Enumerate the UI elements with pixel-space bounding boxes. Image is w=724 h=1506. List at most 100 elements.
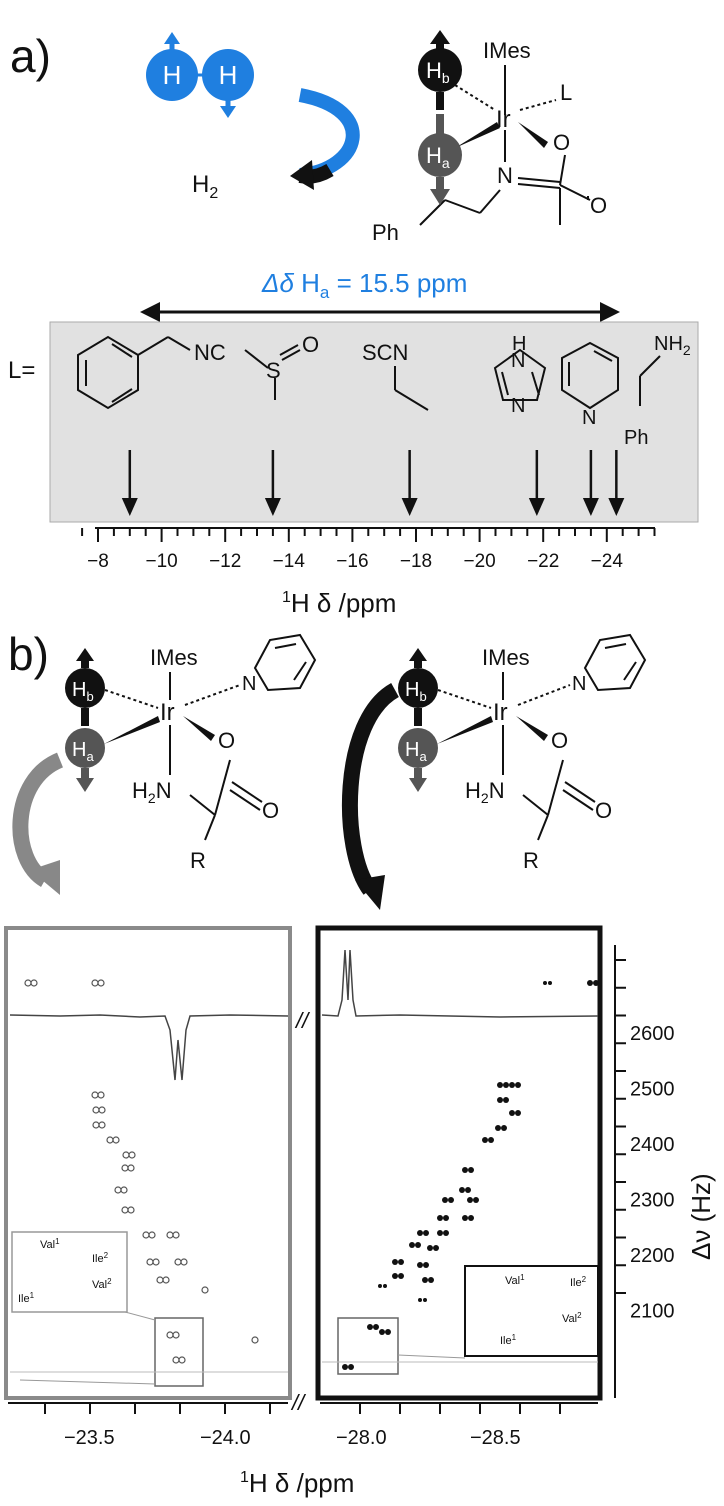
- left-inset-labels: Val1 Ile2 Val2 Ile1: [18, 1237, 112, 1305]
- svg-text:O: O: [595, 798, 612, 823]
- ppm-axis-title: 1H δ /ppm: [282, 588, 396, 618]
- panel-a-label: a): [10, 30, 51, 82]
- svg-text:Ir: Ir: [493, 699, 508, 726]
- y-axis-tick-label: 2500: [630, 1079, 675, 1101]
- right-cross-peaks: [342, 980, 599, 1370]
- y-axis-ticks: 2600 2500 2400 2300 2200 2100: [615, 959, 675, 1323]
- svg-text:R: R: [190, 848, 206, 873]
- svg-text:Ha: Ha: [426, 143, 450, 171]
- left-x-ticks: [44, 1403, 271, 1414]
- ligand-shift-arrowhead: [528, 498, 545, 516]
- shift-range-label: Δδ Ha = 15.5 ppm: [261, 268, 467, 302]
- svg-text:Ile2: Ile2: [570, 1275, 587, 1289]
- svg-text:O: O: [553, 130, 570, 155]
- h2-atom-right: H: [219, 60, 238, 90]
- svg-text:O: O: [551, 728, 568, 753]
- ligand-shift-arrowhead: [121, 498, 138, 516]
- h2-atom-left: H: [163, 60, 182, 90]
- svg-text:Ile2: Ile2: [92, 1251, 109, 1265]
- right-inset-labels: Val1 Ile2 Val2 Ile1: [500, 1273, 587, 1347]
- left-inset: [11, 1231, 128, 1313]
- black-curved-arrow: [341, 682, 400, 895]
- complex-a-L: L: [560, 80, 572, 105]
- complex-b-right: Hb Ha IMes Ir N O H2N O R: [398, 633, 647, 873]
- ppm-axis-tick-label: −8: [87, 551, 109, 572]
- svg-text:Ha: Ha: [72, 739, 94, 764]
- svg-text:S: S: [266, 358, 281, 383]
- svg-text:N: N: [572, 673, 586, 695]
- y-axis-tick-label: 2400: [630, 1134, 675, 1156]
- svg-text:H2N: H2N: [132, 778, 172, 806]
- axis-break-bottom: //: [290, 1390, 306, 1415]
- svg-text:N: N: [511, 350, 525, 372]
- shift-range-arrow: [140, 302, 620, 322]
- svg-text:IMes: IMes: [482, 645, 530, 670]
- right-inset: [464, 1265, 599, 1357]
- ligand-shift-arrowhead: [401, 498, 418, 516]
- svg-text:Ph: Ph: [624, 427, 648, 449]
- right-x-ticks: [359, 1403, 561, 1414]
- svg-text:O: O: [590, 193, 607, 218]
- y-axis-tick-label: 2100: [630, 1301, 675, 1323]
- ppm-axis-tick-label: −24: [591, 551, 624, 572]
- right-zoom-box: [337, 1317, 399, 1375]
- svg-text:Ha: Ha: [405, 739, 427, 764]
- ligand-shift-arrows: [121, 450, 625, 516]
- ligand-imidazole: [493, 348, 547, 401]
- ppm-axis-tick-label: −14: [273, 551, 306, 572]
- left-xtick-1: −23.5: [64, 1427, 115, 1449]
- ligand-shift-arrowhead: [582, 498, 599, 516]
- ligand-row-label: L=: [8, 357, 35, 384]
- svg-text:O: O: [218, 728, 235, 753]
- right-spectrum-frame: [315, 925, 603, 1401]
- ligand-benzyl-isocyanide: [77, 335, 191, 410]
- ligand-scn-chain: [394, 366, 429, 411]
- y-axis-tick-label: 2200: [630, 1245, 675, 1267]
- ligand-dmso: [244, 344, 301, 400]
- ppm-axis-tick-label: −20: [463, 551, 495, 572]
- svg-text:O: O: [262, 798, 279, 823]
- right-xtick-2: −28.5: [470, 1427, 521, 1449]
- complex-a: IMes Ir L O N O Ph Hb Ha: [372, 30, 607, 245]
- ppm-axis-tick-label: −18: [400, 551, 432, 572]
- svg-text:IMes: IMes: [150, 645, 198, 670]
- ppm-axis-tick-label: −12: [209, 551, 241, 572]
- ligand-nc-label: NC: [194, 340, 226, 365]
- svg-text:Hb: Hb: [426, 58, 450, 86]
- svg-text:N: N: [511, 395, 525, 417]
- h2-molecule: H H: [146, 32, 254, 118]
- left-cross-peaks: [24, 979, 259, 1364]
- ligand-shift-arrowhead: [608, 498, 625, 516]
- left-zoom-box: [154, 1317, 204, 1387]
- y-axis-tick-label: 2300: [630, 1190, 675, 1212]
- ppm-axis-tick-label: −16: [336, 551, 368, 572]
- svg-text:N: N: [497, 163, 513, 188]
- ppm-axis-tick-label: −22: [527, 551, 559, 572]
- svg-text:Ile1: Ile1: [500, 1333, 517, 1347]
- svg-text:Ile1: Ile1: [18, 1291, 35, 1305]
- svg-text:Val1: Val1: [40, 1237, 60, 1251]
- ligand-amine-label: NH2: [654, 333, 691, 358]
- complex-b-left: Hb Ha IMes Ir N O H2N O R: [65, 633, 317, 873]
- svg-text:Val1: Val1: [505, 1273, 525, 1287]
- complex-a-ir: Ir: [496, 106, 511, 133]
- svg-text:H2N: H2N: [465, 778, 505, 806]
- svg-text:H: H: [512, 333, 526, 355]
- svg-text:O: O: [302, 332, 319, 357]
- complex-a-imes: IMes: [483, 38, 531, 63]
- ligand-pyridine: [561, 341, 619, 410]
- left-1d-trace: [9, 1014, 289, 1081]
- h2-caption: H2: [192, 171, 218, 202]
- y-axis-tick-label: 2600: [630, 1023, 675, 1045]
- svg-text:N: N: [582, 407, 596, 429]
- left-spectrum-frame: [4, 926, 292, 1400]
- ligand-scn-label: SCN: [362, 340, 408, 365]
- svg-text:Ir: Ir: [160, 699, 175, 726]
- transfer-curved-arrow: [290, 88, 360, 190]
- right-1d-trace: [321, 949, 599, 1018]
- ppm-axis-tick-label: −10: [145, 551, 177, 572]
- svg-text:Val2: Val2: [92, 1277, 112, 1291]
- ppm-axis: −8 −10 −12 −14 −16 −18 −20 −22 −24: [81, 527, 656, 572]
- svg-text:Hb: Hb: [72, 679, 94, 704]
